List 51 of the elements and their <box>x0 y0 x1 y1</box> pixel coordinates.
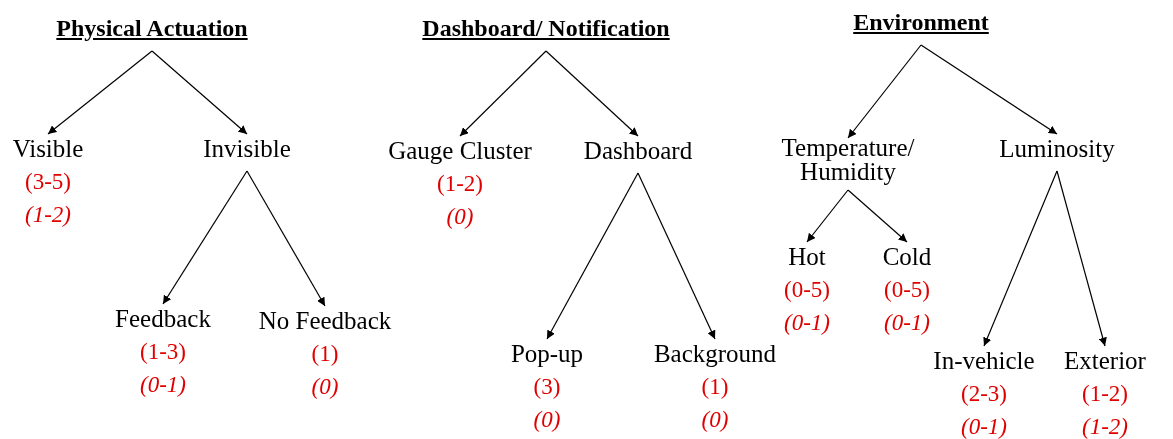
range-label: (0-1) <box>883 309 931 337</box>
count-label: (3) <box>532 373 562 401</box>
arrow <box>459 50 547 137</box>
range-label: (0) <box>700 406 730 434</box>
count-label: (1-2) <box>436 170 484 198</box>
arrow <box>847 189 908 243</box>
count-label: (2-3) <box>960 380 1008 408</box>
category-label: Temperature/ Humidity <box>780 136 916 184</box>
range-label: (0) <box>310 373 340 401</box>
category-label: Dashboard <box>583 136 693 166</box>
arrow <box>637 172 716 340</box>
range-label: (1-2) <box>24 201 72 229</box>
arrow <box>847 44 922 139</box>
range-label: (0-1) <box>784 309 830 337</box>
arrow <box>546 172 639 340</box>
range-label: (1-2) <box>1081 413 1129 439</box>
arrow <box>806 189 849 243</box>
arrow <box>162 170 248 305</box>
arrow <box>983 170 1058 347</box>
arrow <box>545 50 639 137</box>
range-label: (0) <box>532 406 562 434</box>
count-label: (0-5) <box>784 276 830 304</box>
category-label: Invisible <box>203 134 291 164</box>
category-label: Luminosity <box>999 134 1115 164</box>
arrow <box>151 50 248 135</box>
heading: Physical Actuation <box>56 14 248 43</box>
range-label: (0-1) <box>960 413 1008 439</box>
arrow <box>246 170 326 307</box>
count-label: (1) <box>700 373 730 401</box>
category-label: Background <box>653 339 777 369</box>
count-label: (1-3) <box>139 338 187 366</box>
heading: Dashboard/ Notification <box>422 14 670 43</box>
arrow <box>1056 170 1107 347</box>
heading: Environment <box>853 8 989 37</box>
range-label: (0-1) <box>139 371 187 399</box>
count-label: (3-5) <box>24 168 72 196</box>
count-label: (0-5) <box>883 276 931 304</box>
category-label: Feedback <box>115 304 211 334</box>
category-label: Gauge Cluster <box>388 136 532 166</box>
count-label: (1-2) <box>1081 380 1129 408</box>
arrow <box>920 44 1058 135</box>
category-label: No Feedback <box>258 306 392 336</box>
category-label: Hot <box>787 242 827 272</box>
count-label: (1) <box>310 340 340 368</box>
range-label: (0) <box>445 203 475 231</box>
category-label: Exterior <box>1064 346 1146 376</box>
category-label: Visible <box>12 134 84 164</box>
category-label: In-vehicle <box>933 346 1035 376</box>
category-label: Pop-up <box>510 339 584 369</box>
arrow <box>47 50 153 135</box>
category-label: Cold <box>882 242 932 272</box>
